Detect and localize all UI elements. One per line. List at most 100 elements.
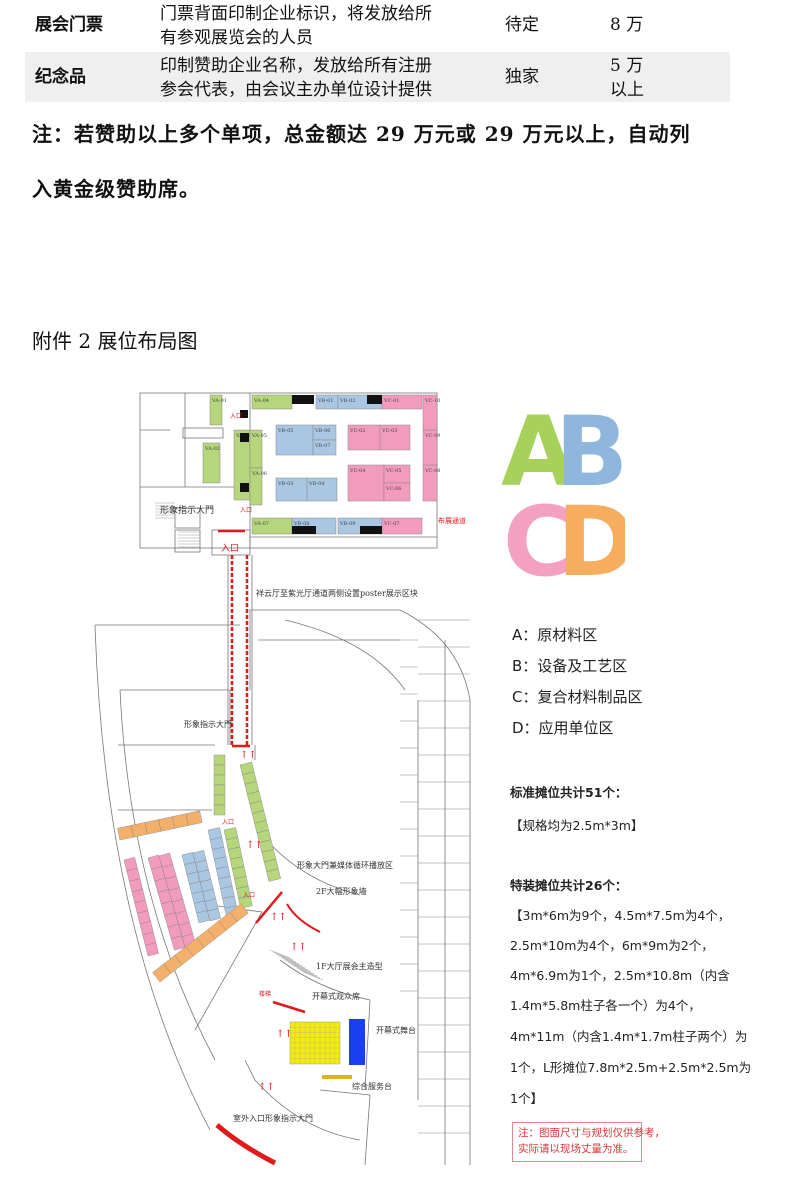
stair-step: [296, 967, 318, 977]
booth-column: [157, 889, 173, 905]
booth: [174, 946, 194, 966]
item-price: 8 万: [610, 13, 670, 37]
booth: [222, 895, 237, 909]
arrow-icon: ↑↑: [290, 942, 307, 953]
special-line: 1个】: [510, 1091, 543, 1106]
outdoor-gate-bar: [215, 1123, 277, 1166]
booth: [259, 839, 274, 853]
booth-column: [259, 839, 274, 853]
booth-id: VA-04: [253, 398, 269, 404]
booth-column: [129, 878, 143, 893]
booth: [202, 442, 221, 484]
booth-id: VC-10: [424, 398, 441, 404]
booth: [224, 905, 239, 919]
label-entrance: 入口: [222, 819, 234, 826]
booth-column: [213, 804, 226, 816]
stage: [349, 1019, 365, 1065]
booth: [193, 900, 208, 914]
disclaimer-line: 实际请以现场丈量为准。: [518, 1143, 634, 1155]
booth-column: [192, 850, 207, 863]
booth-column: [213, 754, 226, 766]
label-entrance: 入口: [243, 892, 255, 899]
booth: [204, 898, 219, 912]
booth-column: [171, 898, 187, 914]
booth-column: [207, 827, 223, 841]
booth: [207, 827, 223, 841]
booth: [130, 822, 148, 838]
booth: [207, 920, 227, 940]
booth-column: [175, 910, 190, 926]
label-gate-upper: 形象指示大門: [160, 504, 214, 516]
booth-column: [165, 875, 180, 891]
booth-column: [197, 869, 212, 883]
booth-column: [196, 910, 210, 924]
special-line: 2.5m*10m为4个，6m*9m为2个，: [510, 938, 714, 953]
booth-column: [181, 933, 197, 949]
booth-column: [160, 900, 176, 916]
booth: [175, 910, 190, 926]
booth: [170, 935, 186, 951]
label-outdoor-gate: 室外入口形象指示大門: [233, 1113, 313, 1123]
stair-step: [272, 951, 294, 961]
booth: [213, 764, 226, 776]
booth: [249, 800, 264, 814]
booth-column: [261, 849, 277, 863]
booth-column: [147, 854, 163, 870]
pillar: [240, 433, 249, 442]
booth: [213, 754, 226, 766]
booth-column: [222, 895, 237, 909]
logo-letter-c: C: [503, 486, 573, 585]
booth-id: VC-09: [424, 433, 441, 439]
pillar: [240, 410, 248, 418]
booth: [134, 899, 149, 914]
stair-step: [284, 959, 306, 969]
booth-id: VA-02: [204, 446, 220, 452]
booth: [191, 890, 206, 904]
booth-id: VC-02: [349, 428, 366, 434]
booth: [213, 784, 226, 796]
booth-column: [266, 868, 281, 882]
booth: [145, 942, 159, 957]
booth: [218, 911, 238, 931]
booth-id: VC-05: [385, 468, 402, 474]
booth: [223, 827, 239, 841]
booth: [229, 903, 249, 922]
pillar: [360, 526, 382, 534]
booth-id: VB-02: [339, 398, 355, 404]
booth: [422, 429, 438, 466]
booth: [315, 394, 339, 410]
item-status: 待定: [505, 15, 539, 35]
booth-id: VC-01: [383, 398, 400, 404]
label-setup-channel: 布展通道: [438, 516, 466, 525]
booth-column: [220, 885, 235, 899]
booth-column: [247, 790, 262, 805]
label-poster: 祥云厅至紫光厅通道两侧设置poster展示区块: [256, 588, 418, 598]
pillar: [240, 483, 249, 492]
booth-column: [213, 784, 226, 796]
booth: [117, 825, 134, 841]
booth: [167, 923, 182, 939]
booth-column: [191, 890, 206, 904]
service-desk: [322, 1075, 352, 1079]
booth: [168, 887, 184, 903]
price-line: 以上: [610, 80, 644, 100]
gate-bar: [255, 891, 283, 924]
booth-id: VB-09: [339, 521, 355, 527]
booth: [244, 781, 260, 795]
booth: [312, 439, 337, 456]
booth: [263, 858, 279, 872]
label-audience: 开幕式观众席: [312, 991, 360, 1001]
booth: [144, 819, 162, 835]
desc-line: 参会代表，由会议主办单位设计提供: [160, 80, 432, 100]
booth-column: [213, 774, 226, 786]
booth: [251, 810, 267, 824]
booth-id: VB-04: [308, 481, 324, 487]
arrow-icon: ↑↑: [258, 1082, 275, 1093]
booth-column: [227, 846, 243, 860]
walls: [94, 392, 471, 1166]
booth: [123, 857, 138, 871]
booth-column: [218, 876, 233, 889]
booth: [218, 876, 233, 889]
special-line: 【3m*6m为9个，4.5m*7.5m为4个，: [510, 908, 731, 923]
logo-letter-b: B: [555, 400, 625, 508]
